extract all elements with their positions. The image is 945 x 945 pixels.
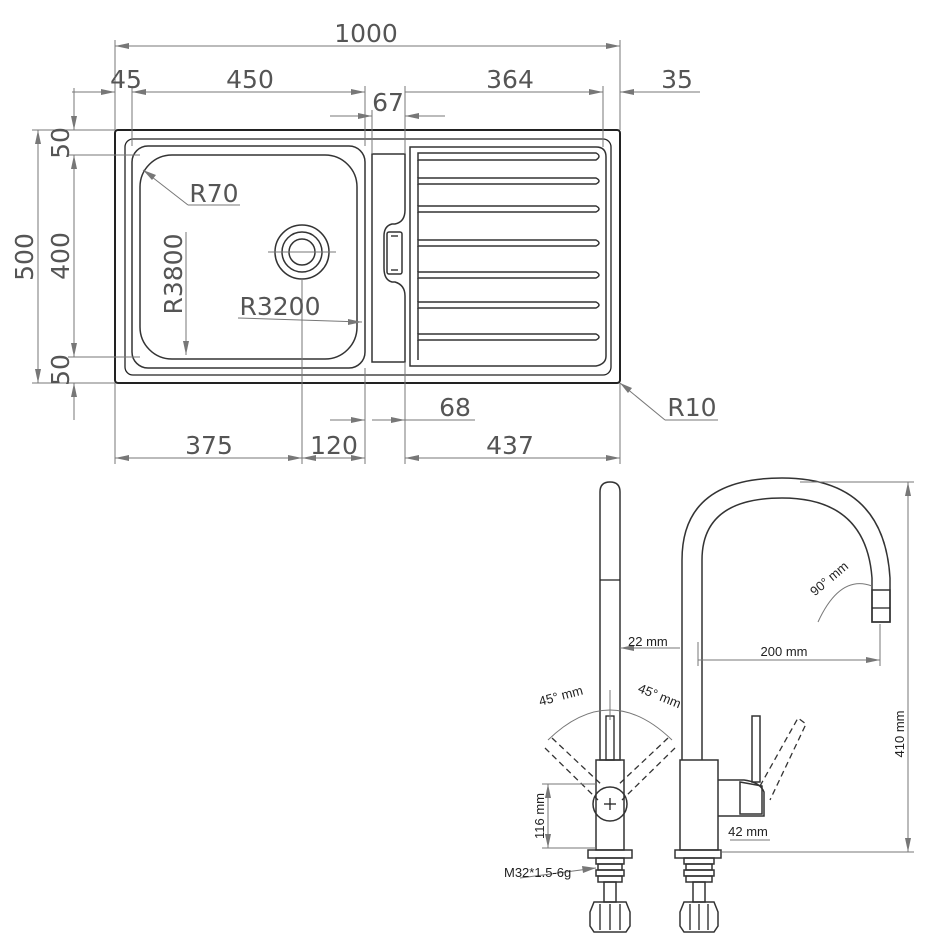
dim-swivel-left: 45° mm — [537, 683, 584, 709]
faucet-side-view: 90° mm 200 mm 410 mm 42 mm — [674, 477, 914, 933]
dim-bottom-margin: 50 — [46, 354, 75, 386]
faucet-gooseneck — [681, 477, 891, 760]
swivel-left-indicator — [544, 737, 604, 801]
dim-drainer-width: 364 — [486, 65, 534, 94]
overflow-channel — [371, 153, 406, 363]
dim-bowl-width: 450 — [226, 65, 274, 94]
dim-drainer-span: 437 — [486, 431, 534, 460]
dim-right-margin: 35 — [661, 65, 693, 94]
dim-top-margin: 50 — [46, 127, 75, 159]
dim-corner-radius-bowl: R70 — [189, 179, 238, 208]
dim-center-gap: 67 — [372, 88, 404, 117]
dim-reach: 200 mm — [761, 644, 808, 659]
dim-body-height: 116 mm — [532, 793, 547, 839]
faucet-spout-column — [599, 481, 621, 761]
drainer-board — [409, 146, 607, 367]
dim-waste-to-divider: 120 — [310, 431, 358, 460]
faucet-side-body — [679, 759, 719, 851]
drainer-grooves — [417, 152, 600, 360]
faucet-side-thread — [683, 857, 715, 883]
dim-overall-depth: 500 — [10, 233, 39, 281]
dim-thread: M32*1.5-6g — [504, 865, 571, 880]
faucet-handle-knob — [592, 786, 628, 822]
bowl-outer — [131, 145, 366, 369]
faucet-front-view: 22 mm 45° mm 45° mm 116 mm M32*1.5-6g — [504, 481, 683, 933]
sink-dimension-labels: 1000 45 450 67 364 35 500 50 400 50 R70 … — [10, 19, 717, 460]
dim-handle-offset: 42 mm — [728, 824, 768, 839]
dim-outer-corner-radius: R10 — [667, 393, 716, 422]
dim-swivel-right: 45° mm — [636, 680, 683, 711]
bowl-inner — [139, 154, 358, 360]
faucet-aerator — [871, 589, 891, 623]
dim-spout-angle: 90° mm — [807, 558, 851, 598]
faucet-nut — [589, 901, 631, 933]
dim-drainer-offset: 68 — [439, 393, 471, 422]
faucet-thread — [595, 857, 625, 883]
dim-left-margin: 45 — [110, 65, 142, 94]
sink-outer-outline — [114, 129, 621, 384]
sink-dimension-lines — [32, 40, 718, 464]
overflow-slot — [386, 231, 403, 275]
dim-bowl-bottom-radius: R3200 — [240, 292, 321, 321]
dim-bowl-depth: 400 — [46, 232, 75, 280]
dim-total-height: 410 mm — [892, 711, 907, 758]
dim-waste-offset: 375 — [185, 431, 233, 460]
sink-plan-view: 1000 45 450 67 364 35 500 50 400 50 R70 … — [10, 19, 718, 464]
dim-bowl-side-radius: R3800 — [159, 234, 188, 315]
faucet-side-nut — [679, 901, 719, 933]
dim-overall-width: 1000 — [334, 19, 398, 48]
sink-inner-rim — [124, 138, 612, 376]
dim-spout-diameter: 22 mm — [628, 634, 668, 649]
lever-dashed — [759, 717, 807, 801]
swivel-right-indicator — [616, 737, 676, 801]
